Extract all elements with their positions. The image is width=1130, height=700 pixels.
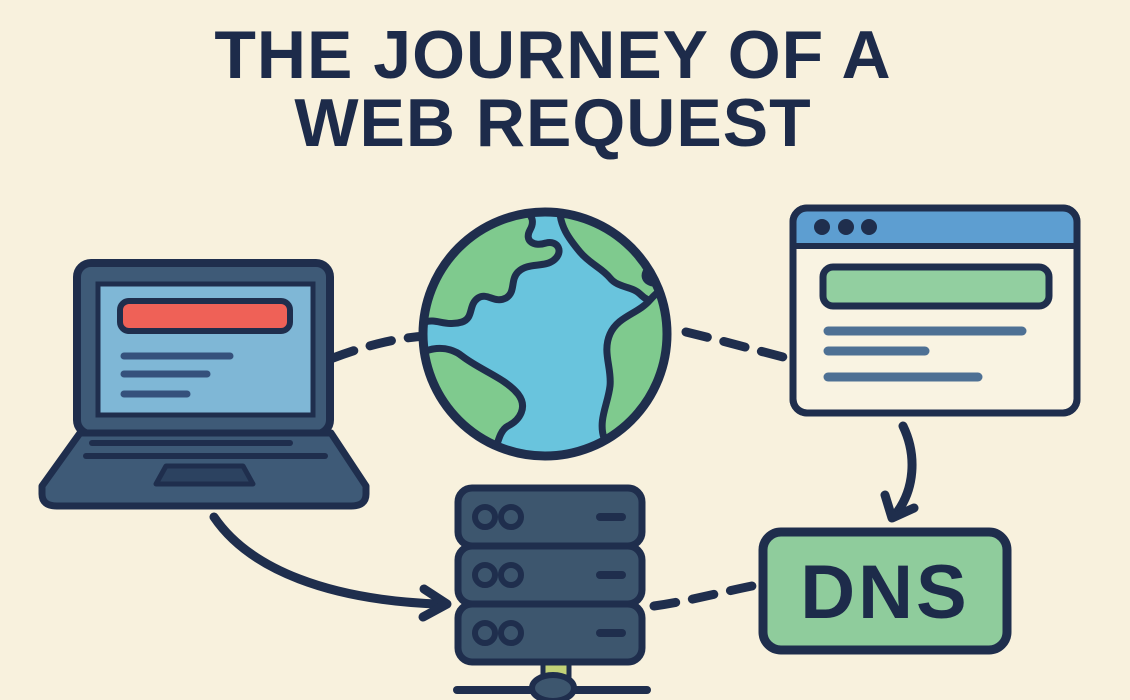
dns-label: DNS <box>800 550 969 635</box>
server-led-icon <box>472 562 498 588</box>
cable-joint <box>529 672 577 700</box>
server-led-icon <box>472 620 498 646</box>
window-dot-icon <box>861 219 877 235</box>
landmass <box>427 216 563 328</box>
arrowhead-down-icon <box>880 490 919 523</box>
server-led-icon <box>498 562 524 588</box>
arrowhead-right-icon <box>418 584 452 622</box>
server-led-icon <box>498 504 524 530</box>
window-dot-icon <box>838 219 854 235</box>
dns-panel <box>758 527 1012 655</box>
title-line-2: WEB REQUEST <box>294 85 811 161</box>
globe-icon <box>418 207 672 461</box>
title-line-1: THE JOURNEY OF A <box>214 17 891 93</box>
server-led-icon <box>498 620 524 646</box>
browser-frame <box>789 204 1081 417</box>
edge-globe-browser <box>681 327 796 364</box>
browser-window-icon <box>789 204 1081 417</box>
landmass <box>598 276 663 452</box>
window-dot-icon <box>814 219 830 235</box>
edge-laptop-globe <box>328 331 431 363</box>
trackpad <box>153 463 256 487</box>
browser-title-bar <box>793 208 1077 245</box>
server-led-icon <box>472 504 498 530</box>
server-unit <box>454 600 646 666</box>
dns-box: DNS <box>758 527 1012 655</box>
edge-browser-dns-arrow <box>880 421 919 523</box>
page-title: THE JOURNEY OF A WEB REQUEST <box>214 17 891 161</box>
edges <box>209 327 919 622</box>
server-rack-icon <box>453 484 651 700</box>
laptop-icon <box>38 259 370 510</box>
globe-continents <box>427 216 663 452</box>
globe-outline <box>418 207 672 461</box>
edge-laptop-server-arrow <box>209 512 452 622</box>
screen-banner <box>117 298 293 334</box>
edge-server-dns <box>649 579 767 611</box>
address-bar <box>819 263 1053 310</box>
